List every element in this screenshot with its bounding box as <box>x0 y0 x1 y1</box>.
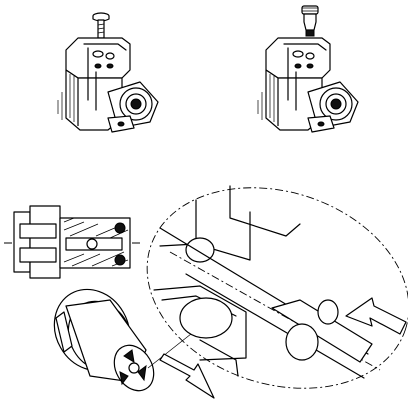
leader-line <box>147 329 197 369</box>
nozzle-insertion <box>53 288 215 399</box>
magnifier-outline <box>146 187 408 389</box>
plug-icon <box>301 5 319 37</box>
magnified-detail <box>146 185 408 389</box>
valve-block-with-screw <box>57 12 159 133</box>
screw-icon <box>92 12 110 39</box>
nozzle-tip-icon <box>119 349 147 386</box>
section-hatching <box>63 217 129 267</box>
valve-cross-section <box>4 205 140 279</box>
insert-arrow-icon <box>159 353 215 399</box>
valve-block-with-plug <box>257 5 359 133</box>
flow-arrow-icon <box>345 297 407 335</box>
